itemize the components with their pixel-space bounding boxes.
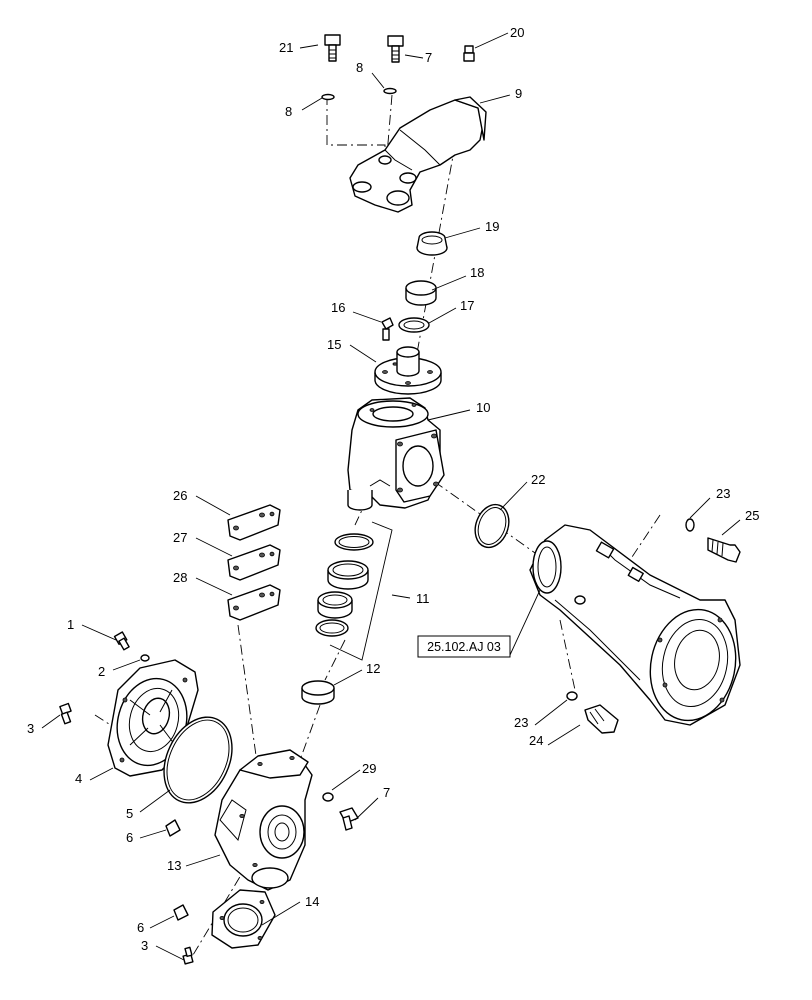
- plug-6-upper: [165, 819, 181, 837]
- bushing-18: [405, 280, 437, 306]
- bolt-1: [113, 631, 130, 651]
- shim-27: [227, 544, 281, 581]
- callout-3-lower: 3: [141, 938, 148, 953]
- bolt-3-lower: [182, 946, 194, 965]
- steering-arm-9: [349, 96, 487, 213]
- washer-23-bottom: [566, 691, 578, 701]
- reference-box: [417, 635, 511, 658]
- callout-20: 20: [510, 25, 524, 40]
- callout-7-bottom: 7: [383, 785, 390, 800]
- washer-2: [140, 654, 150, 662]
- bolt-7-top: [387, 35, 404, 63]
- callout-21: 21: [279, 40, 293, 55]
- callout-23-bottom: 23: [514, 715, 528, 730]
- bolt-3-upper: [59, 702, 72, 725]
- callout-11: 11: [416, 591, 430, 606]
- callout-7-top: 7: [425, 50, 432, 65]
- grease-fitting-20: [463, 45, 475, 62]
- callout-17: 17: [460, 298, 474, 313]
- shim-28: [227, 584, 281, 621]
- callout-2: 2: [98, 664, 105, 679]
- washer-29: [322, 792, 334, 802]
- gasket-5: [163, 716, 233, 804]
- bolt-16: [381, 317, 394, 341]
- callout-12: 12: [366, 661, 380, 676]
- callout-1: 1: [67, 617, 74, 632]
- steering-knuckle-10: [347, 397, 445, 511]
- callout-25: 25: [745, 508, 759, 523]
- callout-19: 19: [485, 219, 499, 234]
- washer-8-right: [383, 87, 397, 95]
- o-ring-22: [474, 503, 510, 549]
- callout-8-top: 8: [356, 60, 363, 75]
- callout-24: 24: [529, 733, 543, 748]
- callout-6-lower: 6: [137, 920, 144, 935]
- callout-10: 10: [476, 400, 490, 415]
- bolt-7-bottom: [339, 807, 359, 831]
- callout-27: 27: [173, 530, 187, 545]
- callout-28: 28: [173, 570, 187, 585]
- kingpin-flange-15: [374, 346, 442, 395]
- cover-14: [211, 889, 276, 949]
- callout-22: 22: [531, 472, 545, 487]
- seal-kit-bracket: [329, 521, 393, 661]
- callout-26: 26: [173, 488, 187, 503]
- bushing-12: [301, 680, 335, 705]
- callout-18: 18: [470, 265, 484, 280]
- callout-3-upper: 3: [27, 721, 34, 736]
- seal-17: [398, 317, 430, 333]
- washer-23-top: [685, 518, 695, 532]
- plug-6-lower: [173, 904, 189, 921]
- callout-29: 29: [362, 761, 376, 776]
- seal-kit-11: [315, 533, 374, 637]
- bolt-21: [324, 34, 341, 62]
- washer-8-left: [321, 93, 335, 101]
- lower-housing-13: [214, 749, 313, 891]
- reference-code: 25.102.AJ 03: [427, 640, 501, 654]
- bearing-cup-19: [416, 231, 448, 256]
- callout-6-upper: 6: [126, 830, 133, 845]
- callout-14: 14: [305, 894, 319, 909]
- callout-13: 13: [167, 858, 181, 873]
- callout-9: 9: [515, 86, 522, 101]
- callout-5: 5: [126, 806, 133, 821]
- bolt-24: [584, 704, 619, 734]
- bolt-25: [707, 537, 741, 563]
- shim-26: [227, 504, 281, 541]
- callout-numbers: 21 7 20 8 8 9 19 18 16 17 15 10 22 23 25…: [27, 25, 759, 953]
- callout-15: 15: [327, 337, 341, 352]
- axle-housing-reference: [529, 524, 741, 726]
- callout-16: 16: [331, 300, 345, 315]
- callout-4: 4: [75, 771, 82, 786]
- callout-8-left: 8: [285, 104, 292, 119]
- callout-23-top: 23: [716, 486, 730, 501]
- leader-lines: [41, 32, 741, 961]
